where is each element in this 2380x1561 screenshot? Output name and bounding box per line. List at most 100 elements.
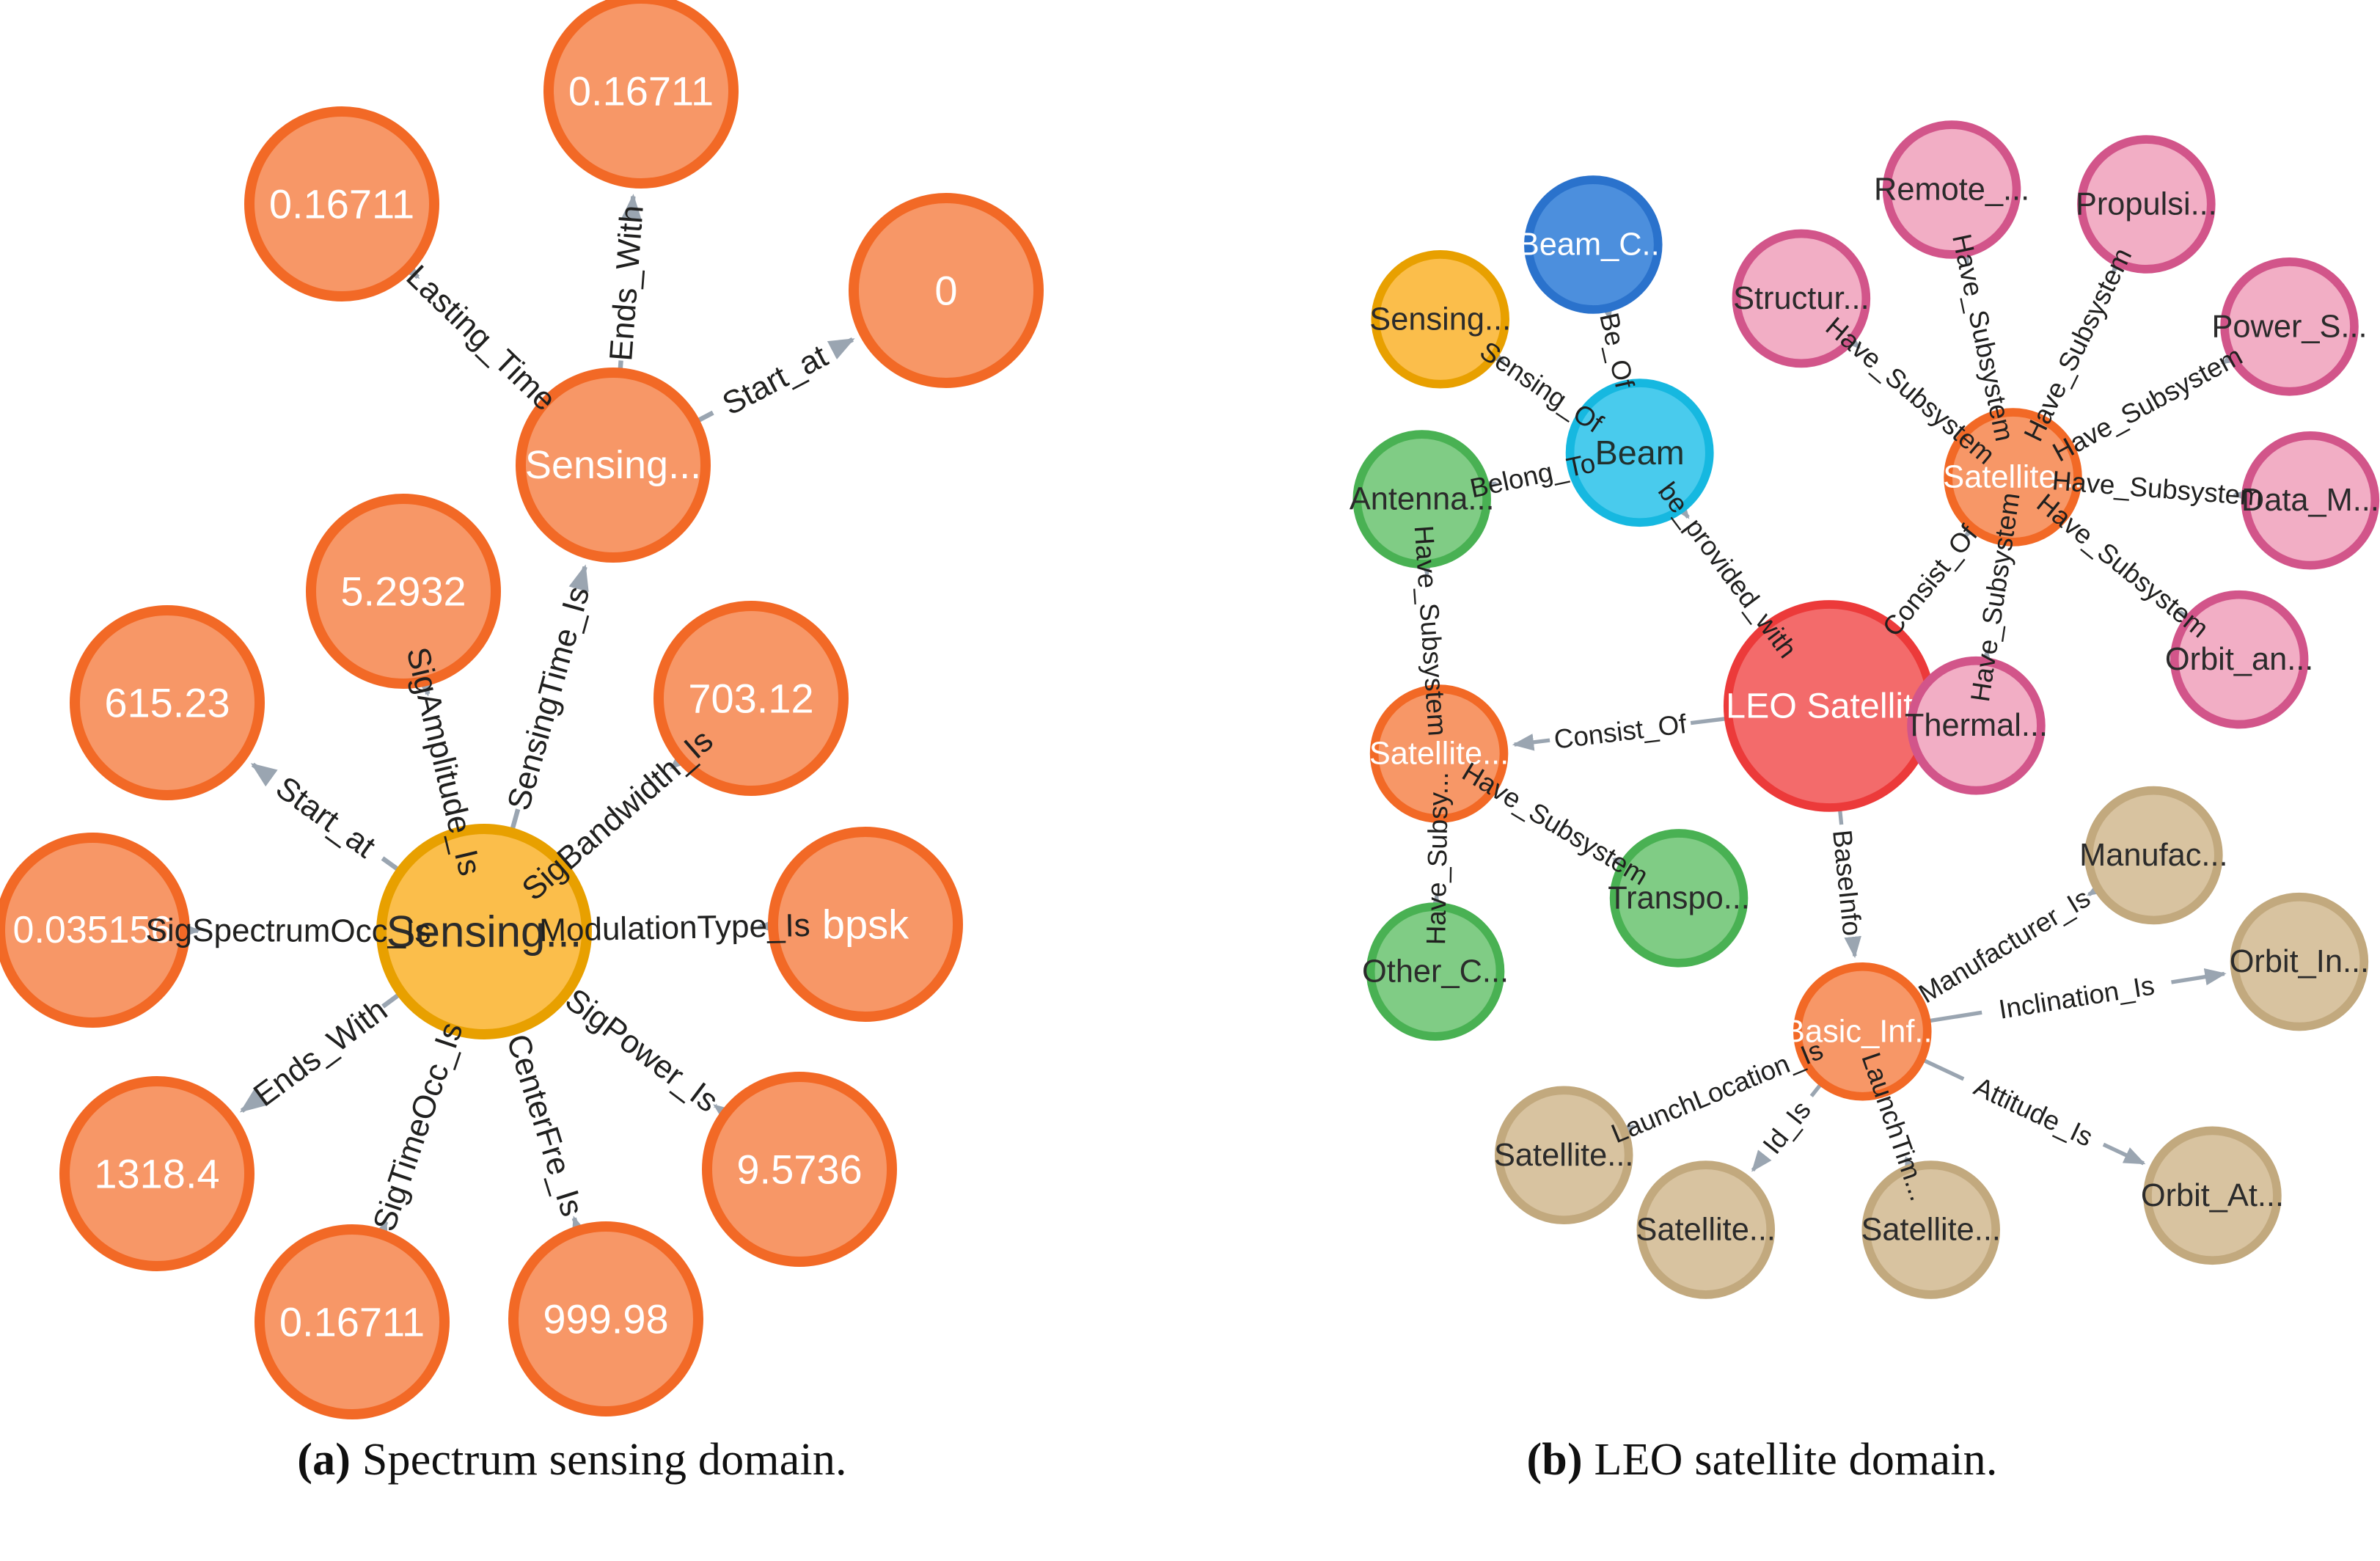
node-ellipse[interactable] [1944, 408, 2082, 546]
node-ellipse[interactable] [2077, 135, 2216, 274]
node-ellipse[interactable] [1366, 902, 1505, 1041]
node-ellipse[interactable] [2220, 257, 2359, 396]
edge-label: Sensing_Of [1475, 335, 1609, 439]
edge-label: SigPower_Is [559, 981, 725, 1119]
node-ellipse[interactable] [376, 824, 592, 1039]
edge-line [1837, 809, 1844, 825]
graph-node[interactable]: Satellite... [1494, 1086, 1633, 1225]
node-ellipse[interactable] [244, 106, 439, 301]
edge-label: ModulationType_Is [539, 907, 810, 948]
spectrum-sensing-graph[interactable]: Sensing...Sensing...0.167110.1671105.293… [0, 0, 1144, 1430]
graph-node[interactable]: Remote_... [1874, 120, 2029, 259]
node-ellipse[interactable] [1371, 250, 1509, 389]
edge-line [568, 564, 589, 593]
edge-line [2171, 968, 2227, 986]
node-ellipse[interactable] [2084, 786, 2223, 925]
edge-label: Start_at [269, 769, 382, 865]
edge-line [250, 762, 278, 787]
node-ellipse[interactable] [1861, 1160, 2000, 1299]
edge-line [696, 410, 714, 423]
node-ellipse[interactable] [255, 1224, 450, 1419]
caption-a-text: Spectrum sensing domain. [351, 1435, 847, 1485]
edge-label: Start_at [717, 338, 833, 423]
node-ellipse[interactable] [1609, 829, 1749, 968]
edge-line [1922, 1058, 1965, 1081]
graph-node[interactable]: 999.98 [508, 1221, 703, 1416]
caption-panel-a: (a) Spectrum sensing domain. [0, 1434, 1144, 1486]
node-ellipse[interactable] [508, 1221, 703, 1416]
caption-b-prefix: (b) [1526, 1435, 1583, 1485]
node-ellipse[interactable] [1793, 962, 1932, 1101]
node-ellipse[interactable] [653, 601, 849, 796]
edge-line [239, 1089, 267, 1113]
graph-node[interactable]: Propulsi... [2076, 135, 2217, 274]
graph-node[interactable]: 0.16711 [244, 106, 439, 301]
node-ellipse[interactable] [2230, 892, 2369, 1031]
node-ellipse[interactable] [516, 368, 711, 563]
edge-label: CenterFre_Is [499, 1030, 590, 1221]
graph-node[interactable]: 0.16711 [543, 0, 739, 189]
node-ellipse[interactable] [768, 827, 963, 1022]
edge-label: Consist_Of [1877, 519, 1984, 642]
node-ellipse[interactable] [2170, 590, 2309, 729]
edge-label: Have_Subsy... [1421, 772, 1454, 946]
node-ellipse[interactable] [1732, 229, 1871, 368]
graph-node[interactable]: 0 [849, 193, 1044, 388]
edge-label: SigSpectrumOcc_Is [146, 913, 431, 949]
node-ellipse[interactable] [70, 605, 265, 800]
edge-label: SigTimeOcc_Is [366, 1018, 469, 1236]
node-ellipse[interactable] [849, 193, 1044, 388]
edge-line [368, 1219, 389, 1248]
node-ellipse[interactable] [543, 0, 739, 189]
node-ellipse[interactable] [702, 1072, 897, 1267]
leo-satellite-graph[interactable]: LEO SatelliteBeamBeam_C...Sensing...Ante… [1144, 0, 2380, 1430]
graph-node[interactable]: 0.16711 [255, 1224, 450, 1419]
graph-node[interactable]: 615.23 [70, 605, 265, 800]
node-ellipse[interactable] [1907, 656, 2046, 795]
edge-label: be_provided_with [1652, 477, 1803, 664]
graph-node[interactable]: Manufac... [2079, 786, 2228, 925]
node-ellipse[interactable] [1352, 430, 1491, 569]
node-ellipse[interactable] [1524, 175, 1663, 314]
edge-label: Consist_Of [1553, 709, 1689, 755]
nodes-layer: LEO SatelliteBeamBeam_C...Sensing...Ante… [1350, 120, 2380, 1299]
graph-node[interactable]: Beam_C... [1518, 175, 1669, 314]
node-ellipse[interactable] [1369, 684, 1509, 823]
node-ellipse[interactable] [0, 833, 190, 1028]
caption-a-prefix: (a) [297, 1435, 351, 1485]
edge-label: BaseInfo [1827, 828, 1867, 937]
node-ellipse[interactable] [1636, 1160, 1776, 1299]
node-ellipse[interactable] [2241, 431, 2380, 570]
edge-line [1690, 717, 1727, 725]
graph-node[interactable]: 9.5736 [702, 1072, 897, 1267]
edge-line [381, 992, 401, 1009]
graph-node[interactable]: Orbit_In... [2230, 892, 2369, 1031]
node-ellipse[interactable] [1565, 379, 1714, 527]
edge-line [571, 1215, 591, 1244]
edge-line [620, 194, 642, 221]
graph-node[interactable]: Orbit_At... [2141, 1126, 2284, 1265]
edge-line [1751, 1149, 1772, 1172]
edge-line [713, 1103, 740, 1128]
graph-node[interactable]: Satellite... [1636, 1160, 1776, 1299]
edge-label: Have_Subsystem [2051, 465, 2263, 511]
nodes-layer: Sensing...Sensing...0.167110.1671105.293… [0, 0, 1044, 1419]
node-ellipse[interactable] [1882, 120, 2021, 259]
graph-node[interactable]: 1318.4 [59, 1076, 255, 1271]
edge-label: Ends_With [247, 992, 394, 1114]
edge-label: SensingTime_Is [501, 582, 597, 814]
node-ellipse[interactable] [59, 1076, 255, 1271]
edge-label: Belong_To [1468, 447, 1598, 503]
edge-line [1512, 734, 1550, 751]
edge-label: Have_Subsystem [1457, 756, 1653, 891]
edge-line [827, 337, 855, 360]
node-ellipse[interactable] [2143, 1126, 2282, 1265]
edge-label: Be_Of [1594, 310, 1640, 392]
edge-label: Ends_With [603, 204, 651, 362]
edge-line [1844, 935, 1861, 959]
node-ellipse[interactable] [1494, 1086, 1633, 1225]
node-ellipse[interactable] [306, 494, 501, 689]
